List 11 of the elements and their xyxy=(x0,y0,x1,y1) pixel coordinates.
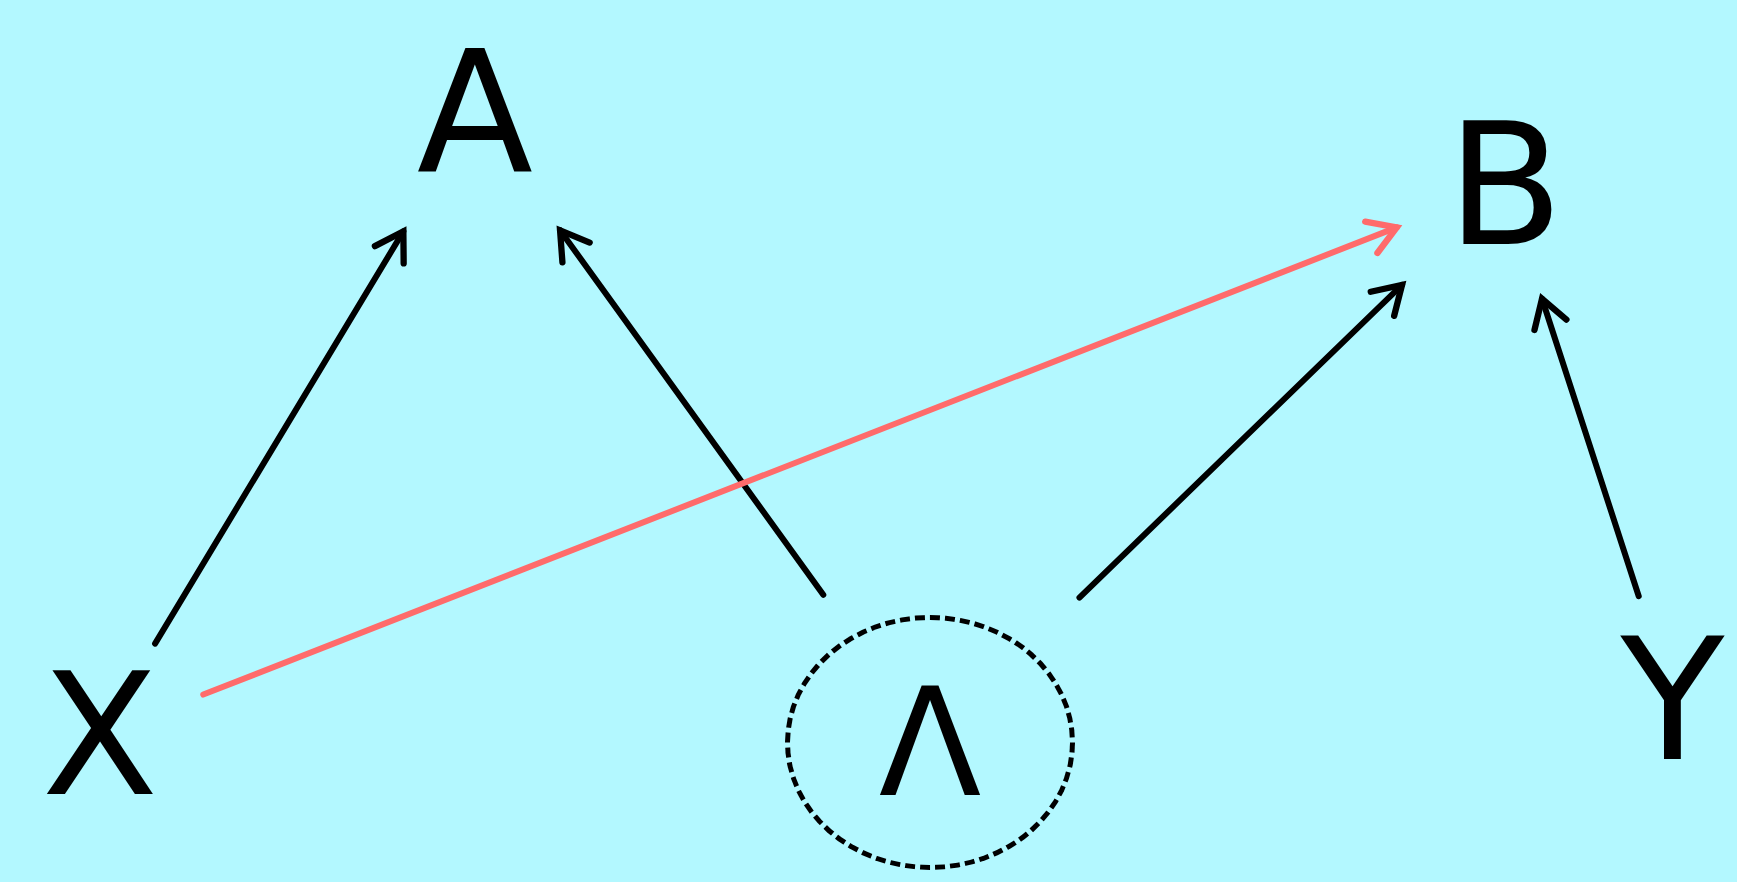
node-label: Y xyxy=(1620,615,1725,785)
arrow xyxy=(200,218,1400,698)
arrow xyxy=(1531,295,1642,600)
node-label: Λ xyxy=(878,667,982,818)
node-label: X xyxy=(41,650,159,820)
arrow xyxy=(556,227,827,598)
arrow xyxy=(152,228,407,647)
dashed-circle-node xyxy=(785,615,1075,870)
node-label: B xyxy=(1446,100,1564,270)
node-label: A xyxy=(416,27,534,198)
arrow xyxy=(1076,281,1406,601)
